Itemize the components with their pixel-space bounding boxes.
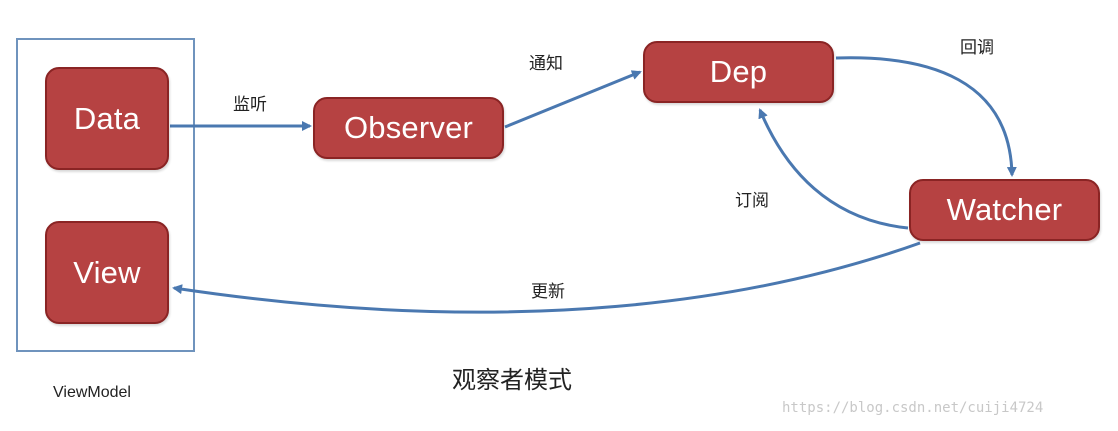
- viewmodel-container: [16, 38, 195, 352]
- edge-label-notify: 通知: [529, 54, 563, 74]
- edge-label-listen: 监听: [233, 95, 267, 115]
- viewmodel-label: ViewModel: [53, 384, 131, 401]
- node-view: View: [45, 221, 169, 324]
- diagram-caption: 观察者模式: [452, 366, 572, 394]
- edge-label-callback: 回调: [960, 38, 994, 58]
- edge-label-subscribe: 订阅: [735, 191, 769, 211]
- node-data: Data: [45, 67, 169, 170]
- watermark-url: https://blog.csdn.net/cuiji4724: [782, 400, 1044, 416]
- node-watcher: Watcher: [909, 179, 1100, 241]
- arrow-watcher-to-dep: [758, 108, 909, 230]
- arrow-observer-to-dep: [504, 70, 642, 129]
- node-dep: Dep: [643, 41, 834, 103]
- arrow-watcher-to-view: [172, 241, 921, 314]
- node-observer: Observer: [313, 97, 504, 159]
- arrow-dep-to-watcher: [835, 56, 1017, 177]
- edge-label-update: 更新: [531, 282, 565, 302]
